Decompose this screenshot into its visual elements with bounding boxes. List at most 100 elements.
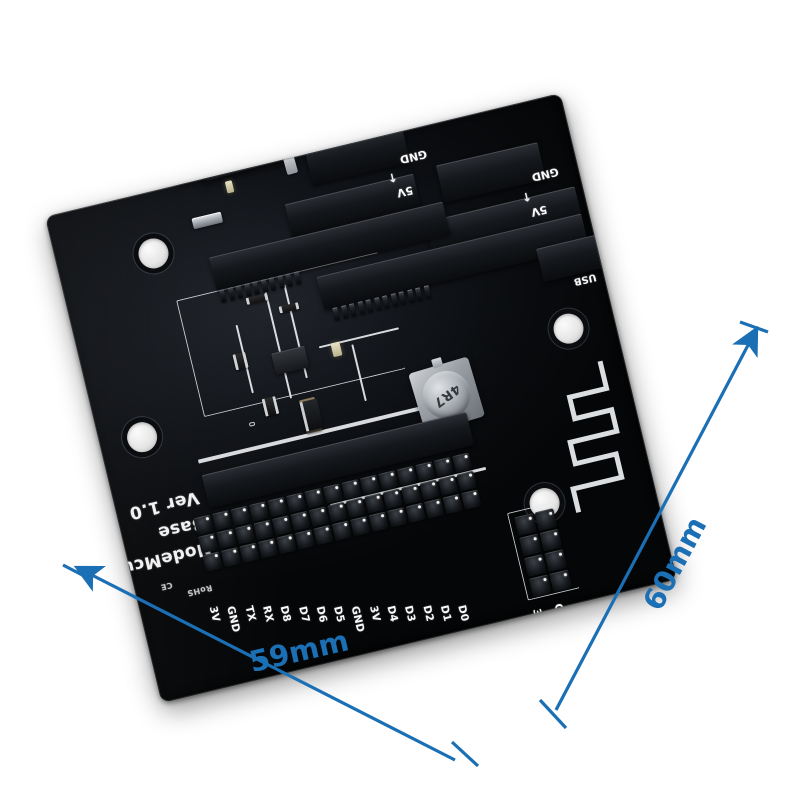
pin-pad[interactable]: [424, 498, 445, 519]
pin-pad[interactable]: [396, 465, 418, 487]
male-pin: [293, 271, 302, 285]
pcb-antenna-icon: [505, 353, 641, 523]
dc-power-jack: [159, 93, 299, 193]
mounting-hole-top-left: [135, 235, 172, 272]
pin-pad[interactable]: [276, 533, 297, 555]
male-pin: [423, 285, 432, 300]
male-pin: [227, 287, 236, 301]
pin-pad[interactable]: [220, 546, 242, 568]
male-pin: [348, 303, 357, 317]
pin-label-gnd-8: GND: [348, 604, 367, 634]
mounting-hole-top-right: [550, 310, 587, 347]
pin-label-d4-10: D4: [384, 604, 401, 624]
pin-label-rx-3: RX: [260, 604, 276, 624]
dc-jack-lug-2: [281, 151, 299, 176]
pin-pad[interactable]: [433, 456, 455, 478]
micro-usb-connector: [191, 211, 224, 230]
pin-pad[interactable]: [216, 528, 237, 550]
pcb-substrate: GND 5V GND 5V GND USB ↑ ↑ ↑: [44, 93, 678, 703]
pin-pad[interactable]: [368, 511, 390, 532]
male-pin: [268, 277, 277, 291]
arrow-5v-1-icon: ↑: [385, 169, 399, 186]
male-pin: [251, 281, 260, 295]
arrow-5v-2-icon: ↑: [519, 188, 534, 205]
mounting-hole-bottom-left: [124, 419, 161, 456]
silk-mark-ce: CE: [159, 580, 174, 592]
pin-pad[interactable]: [341, 478, 362, 500]
pin-label-d5-7: D5: [331, 604, 347, 624]
pin-pad[interactable]: [382, 488, 404, 510]
pin-pad[interactable]: [271, 515, 293, 536]
pin-label-d1-13: D1: [437, 604, 454, 624]
pin-pad[interactable]: [415, 461, 436, 482]
pin-pad[interactable]: [345, 497, 367, 518]
pin-pad[interactable]: [294, 529, 316, 550]
male-pin: [406, 289, 415, 304]
dc-jack-face: [159, 116, 210, 186]
pin-pad[interactable]: [322, 483, 344, 504]
pin-pad[interactable]: [456, 470, 478, 492]
male-pin: [243, 283, 252, 297]
silk-mark-rohs: RoHS: [186, 583, 214, 598]
smd-diode: [299, 398, 324, 432]
power-led: [224, 180, 235, 194]
pin-pad[interactable]: [234, 524, 256, 545]
pin-pad[interactable]: [253, 519, 274, 541]
pin-label-tx-2: TX: [242, 604, 258, 623]
male-pin: [357, 301, 365, 315]
pin-label-d3-11: D3: [402, 604, 418, 624]
male-pin: [340, 305, 349, 319]
male-pin: [235, 285, 244, 299]
pin-pad[interactable]: [331, 520, 353, 541]
nodemcu-base-board: GND 5V GND 5V GND USB ↑ ↑ ↑: [44, 93, 678, 703]
pin-pad[interactable]: [419, 479, 441, 501]
pin-pad[interactable]: [197, 532, 219, 554]
dc-jack-lug-1: [271, 137, 287, 156]
male-pin: [390, 293, 399, 307]
pin-pad[interactable]: [248, 501, 270, 522]
pin-pad[interactable]: [290, 510, 311, 532]
pin-pad[interactable]: [285, 492, 307, 513]
male-pin: [398, 291, 407, 305]
pin-pad[interactable]: [308, 506, 330, 527]
pin-label-3v-0: 3V: [206, 605, 223, 624]
pin-pad[interactable]: [327, 501, 348, 523]
pin-pad[interactable]: [452, 452, 473, 473]
male-pin: [381, 295, 390, 309]
pin-pad[interactable]: [313, 524, 334, 546]
pin-pad[interactable]: [304, 487, 325, 509]
male-pin: [285, 273, 293, 287]
pin-pad[interactable]: [211, 510, 233, 531]
male-pin: [414, 287, 423, 302]
pin-pad[interactable]: [359, 474, 381, 496]
silk-outline-left: [248, 421, 256, 427]
pin-pad[interactable]: [239, 542, 260, 564]
pin-pad[interactable]: [405, 502, 427, 524]
pin-pad[interactable]: [461, 489, 482, 510]
male-pin: [373, 297, 382, 311]
pin-pad[interactable]: [230, 505, 251, 527]
pin-label-d2-12: D2: [420, 604, 436, 624]
male-pin: [365, 299, 374, 313]
pin-pad[interactable]: [442, 493, 464, 515]
pin-pad[interactable]: [202, 551, 223, 572]
pin-pad[interactable]: [387, 507, 408, 528]
inductor-marking-text: 4R7: [430, 380, 464, 410]
pin-label-d7-5: D7: [295, 604, 312, 624]
pin-pad[interactable]: [257, 538, 279, 559]
pin-pad[interactable]: [193, 514, 214, 535]
pin-label-d6-6: D6: [313, 604, 329, 624]
dc-jack-body: [185, 95, 292, 183]
pin-label-d8-4: D8: [277, 604, 294, 624]
pin-pad[interactable]: [350, 515, 371, 537]
pin-pad[interactable]: [267, 496, 288, 518]
pin-label-gnd-1: GND: [224, 604, 243, 634]
pin-label-d0-14: D0: [455, 604, 472, 624]
pin-pad[interactable]: [364, 493, 385, 514]
pin-pad[interactable]: [378, 470, 399, 491]
male-pin: [260, 279, 269, 293]
pin-pad[interactable]: [438, 475, 459, 496]
pin-label-3v-9: 3V: [366, 604, 383, 623]
pin-pad[interactable]: [401, 484, 422, 505]
